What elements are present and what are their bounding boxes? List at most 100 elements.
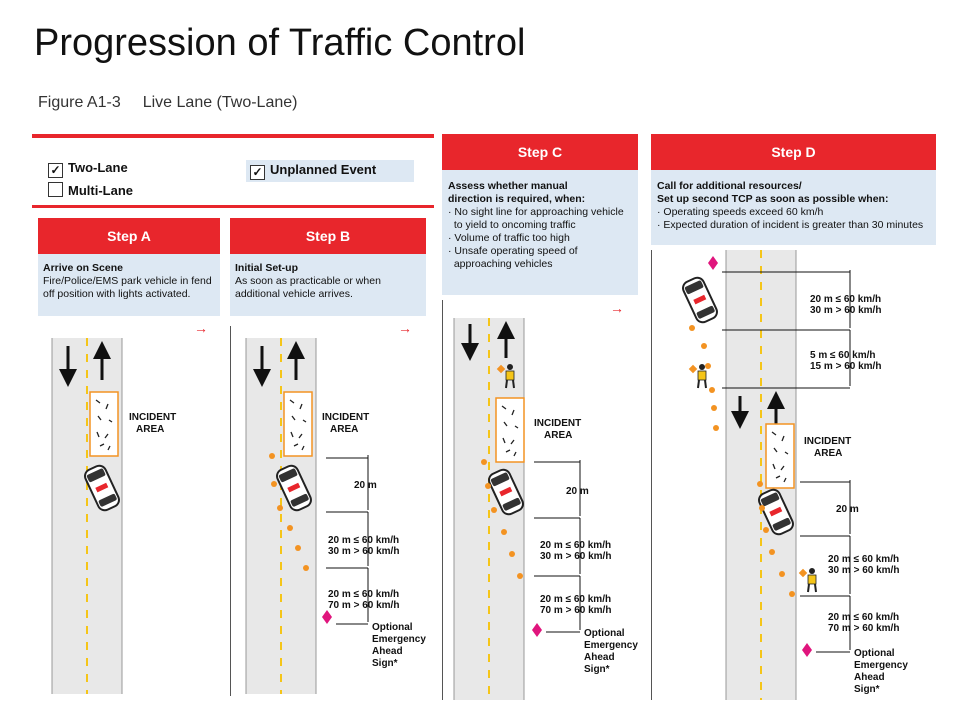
svg-text:30 m > 60 km/h: 30 m > 60 km/h	[328, 546, 399, 557]
column-divider	[230, 326, 231, 696]
multi-lane-option[interactable]: Multi-Lane	[48, 182, 133, 198]
svg-text:Sign*: Sign*	[854, 684, 880, 695]
step-d-header: Step D	[651, 134, 936, 170]
svg-text:20 m ≤ 60 km/h: 20 m ≤ 60 km/h	[828, 554, 899, 565]
step-c-line: · No sight line for approaching vehicle	[448, 206, 624, 218]
step-a-text: Arrive on Scene Fire/Police/EMS park veh…	[43, 262, 221, 301]
step-c-line: · Volume of traffic too high	[448, 232, 570, 244]
svg-text:Sign*: Sign*	[584, 664, 610, 675]
svg-text:20 m: 20 m	[836, 504, 859, 515]
svg-text:20 m ≤ 60 km/h: 20 m ≤ 60 km/h	[540, 540, 611, 551]
step-c-line: approaching vehicles	[448, 258, 553, 270]
step-c-line: · Unsafe operating speed of	[448, 245, 578, 257]
top-rule	[32, 134, 434, 138]
svg-text:15 m > 60 km/h: 15 m > 60 km/h	[810, 361, 881, 372]
labels-c: INCIDENT AREA 20 m 20 m ≤ 60 km/h 30 m >…	[534, 418, 638, 675]
svg-text:20 m ≤ 60 km/h: 20 m ≤ 60 km/h	[810, 294, 881, 305]
two-lane-label: Two-Lane	[68, 160, 128, 175]
figure-title: Live Lane (Two-Lane)	[142, 94, 298, 111]
slide-title: Progression of Traffic Control	[34, 22, 526, 64]
distance-markers-b	[326, 455, 369, 625]
step-a-line: Fire/Police/EMS park vehicle in fend	[43, 275, 212, 287]
column-d-road	[679, 250, 817, 700]
svg-text:Optional: Optional	[854, 648, 895, 659]
next-arrow-icon: →	[194, 320, 208, 336]
step-a-next-tab[interactable]: →	[182, 316, 222, 338]
svg-text:Emergency: Emergency	[584, 640, 638, 651]
step-b-next-tab[interactable]: →	[386, 316, 426, 338]
step-d-text: Call for additional resources/ Set up se…	[657, 180, 937, 232]
svg-text:Emergency: Emergency	[372, 634, 426, 645]
step-b-heading: Initial Set-up	[235, 262, 298, 274]
svg-text:Ahead: Ahead	[854, 672, 885, 683]
step-d-heading: Set up second TCP as soon as possible wh…	[657, 193, 889, 205]
svg-text:INCIDENT: INCIDENT	[534, 418, 581, 429]
two-lane-checkbox[interactable]: ✓	[48, 163, 63, 178]
svg-text:Ahead: Ahead	[372, 646, 403, 657]
step-d-line: · Expected duration of incident is great…	[657, 219, 924, 231]
step-b-header: Step B	[230, 218, 426, 254]
next-arrow-icon: →	[610, 300, 624, 316]
svg-text:70 m > 60 km/h: 70 m > 60 km/h	[540, 605, 611, 616]
svg-text:Sign*: Sign*	[372, 658, 398, 669]
svg-text:30 m > 60 km/h: 30 m > 60 km/h	[540, 551, 611, 562]
unplanned-label: Unplanned Event	[270, 162, 377, 177]
distance-markers-c	[534, 460, 581, 633]
svg-text:INCIDENT: INCIDENT	[129, 412, 176, 423]
svg-text:20 m: 20 m	[566, 486, 589, 497]
step-d-panel	[651, 170, 936, 245]
svg-text:AREA: AREA	[814, 448, 842, 459]
svg-text:AREA: AREA	[544, 430, 572, 441]
next-arrow-icon: →	[398, 320, 412, 336]
step-a-header: Step A	[38, 218, 220, 254]
unplanned-checkbox[interactable]: ✓	[250, 165, 265, 180]
svg-text:20 m: 20 m	[354, 480, 377, 491]
step-c-heading: Assess whether manual	[448, 180, 568, 192]
svg-text:INCIDENT: INCIDENT	[322, 412, 369, 423]
svg-text:5 m ≤ 60 km/h: 5 m ≤ 60 km/h	[810, 350, 876, 361]
labels-b: INCIDENT AREA 20 m 20 m ≤ 60 km/h 30 m >…	[322, 412, 426, 669]
svg-text:Optional: Optional	[584, 628, 625, 639]
svg-text:AREA: AREA	[330, 424, 358, 435]
unplanned-option[interactable]: ✓ Unplanned Event	[246, 160, 414, 182]
step-b-panel	[230, 254, 426, 316]
svg-text:30 m > 60 km/h: 30 m > 60 km/h	[828, 565, 899, 576]
step-c-next-tab[interactable]: →	[598, 296, 638, 318]
figure-caption: Figure A1-3 Live Lane (Two-Lane)	[38, 94, 297, 112]
step-c-heading: direction is required, when:	[448, 193, 586, 205]
step-b-line: additional vehicle arrives.	[235, 288, 353, 300]
step-a-heading: Arrive on Scene	[43, 262, 123, 274]
column-b-road	[245, 338, 332, 694]
step-a-panel	[38, 254, 220, 316]
multi-lane-checkbox[interactable]	[48, 182, 63, 197]
step-a-line: off position with lights activated.	[43, 288, 191, 300]
svg-text:20 m ≤ 60 km/h: 20 m ≤ 60 km/h	[328, 589, 399, 600]
svg-text:20 m ≤ 60 km/h: 20 m ≤ 60 km/h	[540, 594, 611, 605]
column-a-road	[51, 338, 123, 694]
multi-lane-label: Multi-Lane	[68, 183, 133, 198]
svg-text:AREA: AREA	[136, 424, 164, 435]
labels-d: 20 m ≤ 60 km/h 30 m > 60 km/h 5 m ≤ 60 k…	[804, 294, 908, 695]
svg-text:INCIDENT: INCIDENT	[804, 436, 851, 447]
two-lane-option[interactable]: ✓ Two-Lane	[48, 160, 128, 178]
column-divider	[442, 300, 443, 700]
incident-label-a: INCIDENT AREA	[129, 412, 176, 435]
svg-text:Emergency: Emergency	[854, 660, 908, 671]
step-c-line: to yield to oncoming traffic	[448, 219, 576, 231]
svg-text:Optional: Optional	[372, 622, 413, 633]
step-b-text: Initial Set-up As soon as practicable or…	[235, 262, 425, 301]
column-divider	[651, 250, 652, 700]
column-c-road	[453, 318, 542, 700]
mid-rule	[32, 205, 434, 208]
step-b-line: As soon as practicable or when	[235, 275, 381, 287]
step-d-line: · Operating speeds exceed 60 km/h	[657, 206, 824, 218]
figure-number: Figure A1-3	[38, 94, 121, 111]
svg-text:20 m ≤ 60 km/h: 20 m ≤ 60 km/h	[328, 535, 399, 546]
svg-text:70 m > 60 km/h: 70 m > 60 km/h	[828, 623, 899, 634]
svg-text:70 m > 60 km/h: 70 m > 60 km/h	[328, 600, 399, 611]
distance-markers-d	[722, 270, 851, 653]
svg-text:30 m > 60 km/h: 30 m > 60 km/h	[810, 305, 881, 316]
svg-text:Ahead: Ahead	[584, 652, 615, 663]
step-c-header: Step C	[442, 134, 638, 170]
